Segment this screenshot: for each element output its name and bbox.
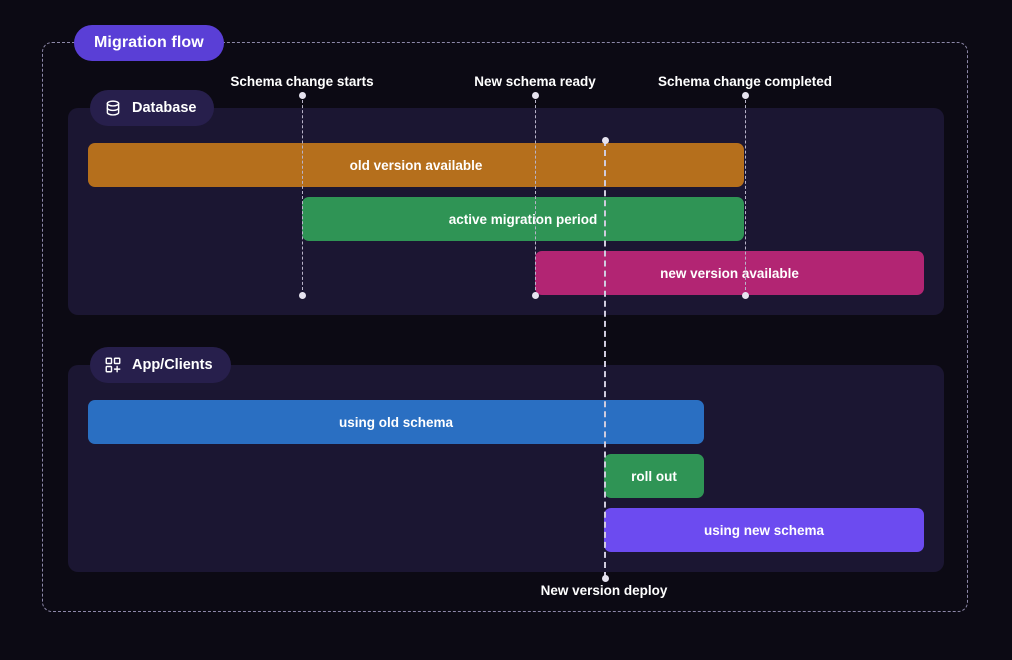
milestone-label-schema-change-completed: Schema change completed (657, 74, 833, 89)
timeline-bar-using-new-schema: using new schema (604, 508, 924, 552)
milestone-dot-bottom (601, 574, 609, 582)
lane-badge-app-clients: App/Clients (90, 347, 231, 383)
milestone-label-new-version-deploy: New version deploy (540, 583, 668, 598)
milestone-dot-top (601, 136, 609, 144)
milestone-dot-top (531, 91, 539, 99)
timeline-bar-using-old-schema: using old schema (88, 400, 704, 444)
milestone-dot-bottom (298, 291, 306, 299)
milestone-label-new-schema-ready: New schema ready (474, 74, 596, 89)
timeline-bar-active-migration-period: active migration period (302, 197, 744, 241)
page-title: Migration flow (94, 34, 204, 51)
milestone-line-new-version-deploy (601, 136, 609, 582)
milestone-line-schema-change-starts (298, 91, 306, 299)
migration-flow-frame (42, 42, 968, 612)
timeline-bar-roll-out: roll out (604, 454, 704, 498)
migration-flow-title-badge: Migration flow (74, 25, 224, 61)
timeline-bar-new-version-available: new version available (535, 251, 924, 295)
lane-badge-database: Database (90, 90, 215, 126)
milestone-line-new-schema-ready (531, 91, 539, 299)
milestone-label-schema-change-starts: Schema change starts (230, 74, 374, 89)
milestone-dot-bottom (741, 291, 749, 299)
milestone-dot-bottom (531, 291, 539, 299)
database-icon (104, 99, 122, 117)
app-grid-plus-icon (104, 356, 122, 374)
lane-badge-label-app-clients: App/Clients (132, 357, 213, 373)
lane-badge-label-database: Database (132, 100, 197, 116)
milestone-dot-top (741, 91, 749, 99)
milestone-dot-top (298, 91, 306, 99)
timeline-bar-old-version-available: old version available (88, 143, 744, 187)
milestone-line-schema-change-completed (741, 91, 749, 299)
